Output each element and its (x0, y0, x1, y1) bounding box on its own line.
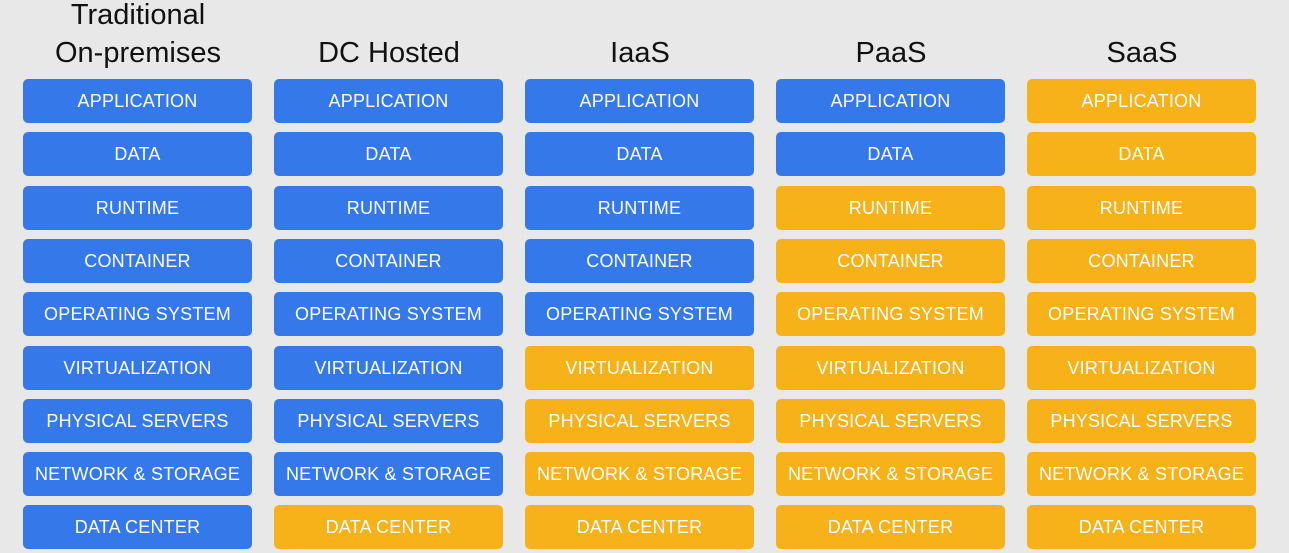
column-title-line: On-premises (55, 37, 221, 69)
layer-data: DATA (23, 132, 252, 176)
layer-physical-servers: PHYSICAL SERVERS (1027, 399, 1256, 443)
layer-data-center: DATA CENTER (525, 505, 754, 549)
column-title-line: DC Hosted (318, 37, 460, 69)
layer-container: CONTAINER (23, 239, 252, 283)
layer-virtualization: VIRTUALIZATION (525, 346, 754, 390)
layer-application: APPLICATION (525, 79, 754, 123)
layer-application: APPLICATION (1027, 79, 1256, 123)
layer-application: APPLICATION (776, 79, 1005, 123)
column-title-line: IaaS (610, 37, 670, 69)
layer-network-storage: NETWORK & STORAGE (1027, 452, 1256, 496)
layer-virtualization: VIRTUALIZATION (23, 346, 252, 390)
layer-virtualization: VIRTUALIZATION (776, 346, 1005, 390)
layer-container: CONTAINER (525, 239, 754, 283)
layer-virtualization: VIRTUALIZATION (274, 346, 503, 390)
layer-operating-system: OPERATING SYSTEM (23, 292, 252, 336)
layer-data: DATA (1027, 132, 1256, 176)
column-title: SaaS (1027, 0, 1257, 76)
layer-physical-servers: PHYSICAL SERVERS (274, 399, 503, 443)
layer-runtime: RUNTIME (776, 186, 1005, 230)
layer-network-storage: NETWORK & STORAGE (274, 452, 503, 496)
layer-physical-servers: PHYSICAL SERVERS (23, 399, 252, 443)
layer-data-center: DATA CENTER (1027, 505, 1256, 549)
layer-data: DATA (274, 132, 503, 176)
layer-virtualization: VIRTUALIZATION (1027, 346, 1256, 390)
layer-runtime: RUNTIME (23, 186, 252, 230)
layer-runtime: RUNTIME (525, 186, 754, 230)
layer-container: CONTAINER (1027, 239, 1256, 283)
layer-application: APPLICATION (274, 79, 503, 123)
layer-network-storage: NETWORK & STORAGE (776, 452, 1005, 496)
column-title-line: PaaS (855, 37, 927, 69)
layer-operating-system: OPERATING SYSTEM (1027, 292, 1256, 336)
column-title: PaaS (776, 0, 1006, 76)
column-title-line: SaaS (1106, 37, 1178, 69)
layer-container: CONTAINER (274, 239, 503, 283)
layer-data-center: DATA CENTER (274, 505, 503, 549)
layer-application: APPLICATION (23, 79, 252, 123)
layer-physical-servers: PHYSICAL SERVERS (525, 399, 754, 443)
layer-runtime: RUNTIME (274, 186, 503, 230)
layer-network-storage: NETWORK & STORAGE (525, 452, 754, 496)
layer-data-center: DATA CENTER (776, 505, 1005, 549)
layer-operating-system: OPERATING SYSTEM (776, 292, 1005, 336)
column-title: IaaS (525, 0, 755, 76)
column-title-line: Traditional (70, 0, 206, 31)
layer-network-storage: NETWORK & STORAGE (23, 452, 252, 496)
layer-operating-system: OPERATING SYSTEM (274, 292, 503, 336)
layer-physical-servers: PHYSICAL SERVERS (776, 399, 1005, 443)
column-title: Traditional On-premises (23, 0, 253, 76)
column-title: DC Hosted (274, 0, 504, 76)
layer-operating-system: OPERATING SYSTEM (525, 292, 754, 336)
layer-runtime: RUNTIME (1027, 186, 1256, 230)
layer-container: CONTAINER (776, 239, 1005, 283)
layer-data-center: DATA CENTER (23, 505, 252, 549)
layer-data: DATA (776, 132, 1005, 176)
layer-data: DATA (525, 132, 754, 176)
